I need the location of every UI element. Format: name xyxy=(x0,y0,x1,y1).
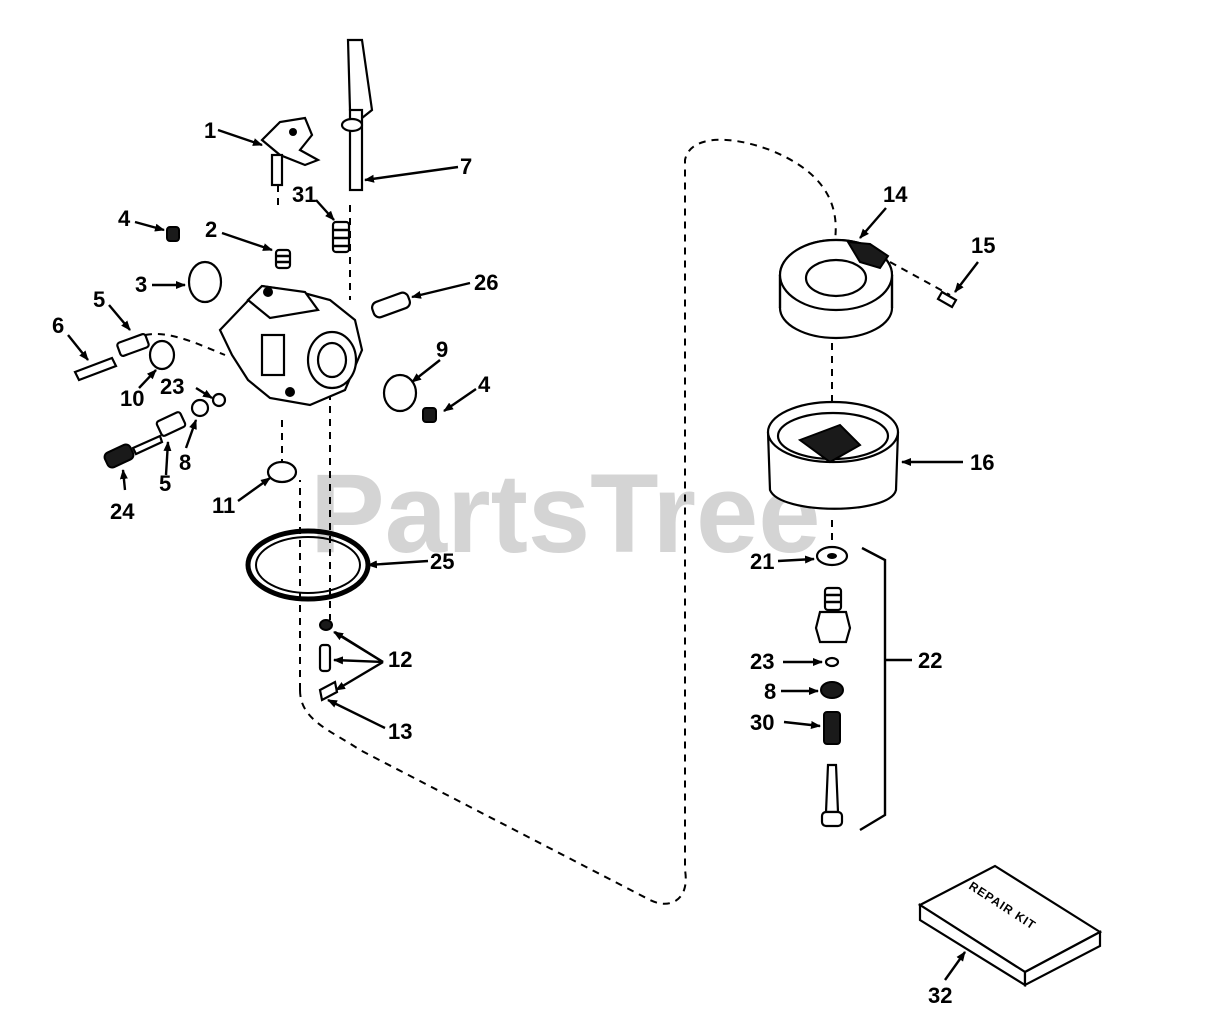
assembly-line-needle xyxy=(144,333,226,356)
callout-2: 2 xyxy=(205,217,217,242)
part-needle-spring-5-top xyxy=(116,333,150,357)
callout-24: 24 xyxy=(110,499,135,524)
part-float-pin xyxy=(936,290,958,309)
part-welch-plug xyxy=(148,339,176,371)
callout-30: 30 xyxy=(750,710,774,735)
part-float xyxy=(778,238,894,340)
callout-25: 25 xyxy=(430,549,454,574)
part-washer-8-left xyxy=(190,398,210,418)
callout-3: 3 xyxy=(135,272,147,297)
callout-31: 31 xyxy=(292,182,316,207)
part-main-jet-needle xyxy=(820,763,844,828)
part-fitting-12-mid xyxy=(318,643,332,673)
callout-16: 16 xyxy=(970,450,994,475)
callout-26: 26 xyxy=(474,270,498,295)
callout-7: 7 xyxy=(460,154,472,179)
callout-22: 22 xyxy=(918,648,942,673)
part-o-ring-23-right xyxy=(824,656,840,668)
part-throttle-lever xyxy=(260,116,321,187)
callout-6: 6 xyxy=(52,313,64,338)
callout-14: 14 xyxy=(883,182,908,207)
callout-5-top: 5 xyxy=(93,287,105,312)
leader-arrows xyxy=(67,128,979,981)
callout-8-left: 8 xyxy=(179,450,191,475)
callout-32: 32 xyxy=(928,983,952,1008)
assembly-line-float-pin xyxy=(889,261,951,296)
part-spring-31 xyxy=(331,220,351,254)
callout-8-right: 8 xyxy=(764,679,776,704)
part-screw-4-right xyxy=(422,407,437,423)
part-washer-21 xyxy=(815,545,849,567)
callout-5-bottom: 5 xyxy=(159,471,171,496)
part-spring-2 xyxy=(274,248,292,270)
bracket-22 xyxy=(859,546,887,832)
callout-21: 21 xyxy=(750,549,774,574)
part-screw-4-left xyxy=(166,226,180,242)
callout-23-right: 23 xyxy=(750,649,774,674)
part-throttle-plate xyxy=(187,260,223,304)
callout-4-left: 4 xyxy=(118,206,131,231)
part-fitting-12-top xyxy=(319,619,333,631)
callout-10: 10 xyxy=(120,386,144,411)
callout-12: 12 xyxy=(388,647,412,672)
watermark: PartsTree xyxy=(310,451,821,576)
part-main-needle xyxy=(103,434,164,469)
part-needle-spring-5-bottom xyxy=(155,411,187,437)
part-bowl-nut xyxy=(814,586,852,644)
part-o-ring-23-left xyxy=(211,392,227,408)
callout-1: 1 xyxy=(204,118,216,143)
part-bowl-drain-plug xyxy=(266,460,298,484)
part-washer-8-right xyxy=(820,681,844,699)
callout-11: 11 xyxy=(212,493,235,518)
part-choke-lever xyxy=(340,38,374,192)
callout-15: 15 xyxy=(971,233,995,258)
callout-9: 9 xyxy=(436,337,448,362)
assembly-line-bowl-loop xyxy=(299,138,837,905)
part-clip-13 xyxy=(318,680,339,702)
part-plug-26 xyxy=(370,291,412,319)
part-idle-needle xyxy=(73,356,118,382)
repair-kit-package: REPAIR KIT xyxy=(917,864,1103,987)
part-choke-plate xyxy=(382,373,418,413)
part-spring-30 xyxy=(823,711,841,745)
part-carburetor-body xyxy=(218,284,364,407)
callout-13: 13 xyxy=(388,719,412,744)
part-fuel-bowl xyxy=(766,400,900,510)
callout-23-left: 23 xyxy=(160,374,184,399)
callout-4-right: 4 xyxy=(478,372,491,397)
